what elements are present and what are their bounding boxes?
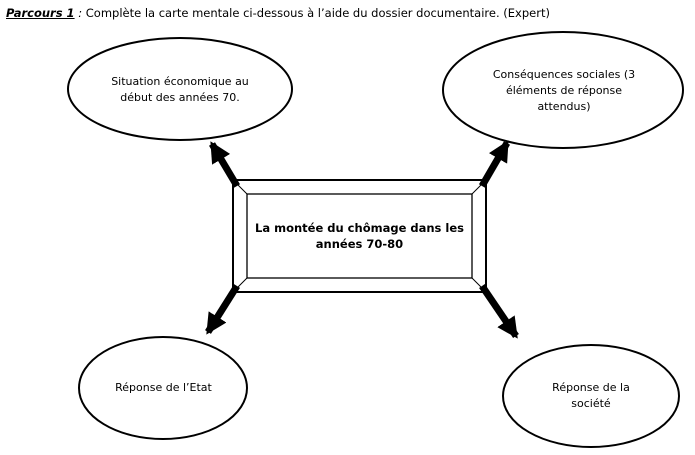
arrow-to-bottom-left [205, 284, 240, 335]
node-label-montee-chomage: La montée du chômage dans les années 70-… [255, 220, 464, 251]
arrow-to-bottom-right [479, 284, 519, 339]
node-label-consequences-sociales: Conséquences sociales (3 éléments de rép… [492, 68, 636, 113]
title-separator: : [74, 6, 86, 20]
ellipse-reponse-etat [78, 336, 248, 440]
node-label-reponse-etat: Réponse de l’Etat [115, 381, 212, 395]
ellipse-reponse-societe [502, 344, 680, 448]
ellipse-situation-economique [67, 37, 293, 141]
ellipse-consequences-sociales [442, 31, 684, 149]
page-title: Parcours 1 : Complète la carte mentale c… [6, 6, 550, 20]
node-label-reponse-societe: Réponse de la société [552, 381, 630, 410]
arrow-to-top-left [208, 141, 241, 188]
bevel-inner-rect [246, 193, 473, 279]
title-parcours-label: Parcours 1 [6, 6, 75, 20]
node-label-situation-economique: Situation économique au début des années… [111, 75, 249, 104]
arrow-to-top-right [478, 140, 511, 188]
title-instruction-text: Complète la carte mentale ci-dessous à l… [85, 6, 550, 20]
center-bevel-box [232, 179, 487, 293]
